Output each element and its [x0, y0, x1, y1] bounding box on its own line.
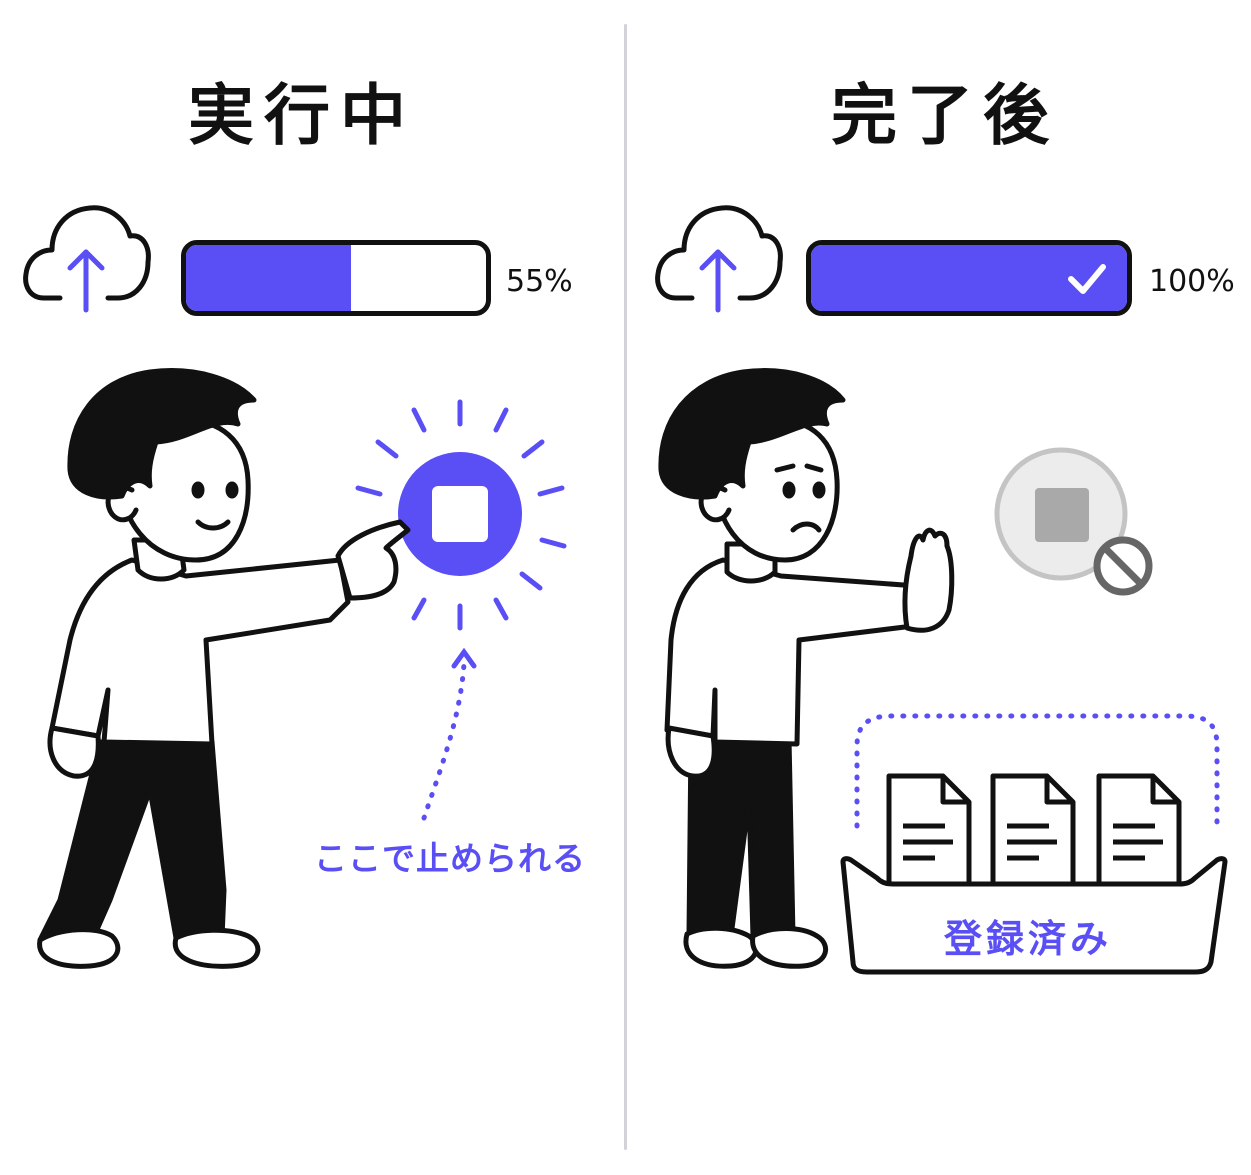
cloud-upload-icon — [23, 205, 151, 313]
running-progress-label: 55% — [506, 264, 573, 299]
boy-refusing — [658, 368, 955, 969]
completed-progress-bar — [806, 240, 1132, 316]
prohibited-icon — [1093, 536, 1153, 596]
stop-here-note: ここで止められる — [314, 839, 586, 878]
dotted-bracket — [854, 713, 1220, 829]
dotted-arrow — [421, 647, 477, 821]
disabled-stop-button-icon — [994, 447, 1128, 581]
running-title: 実行中 — [188, 77, 416, 154]
stop-button-icon[interactable] — [398, 452, 522, 576]
running-progress-bar — [181, 240, 491, 316]
stop-button-rays — [355, 399, 567, 631]
completed-panel: 完了後 — [631, 0, 1251, 1175]
completed-progress-label: 100% — [1149, 264, 1235, 299]
progress-fill — [811, 245, 1127, 311]
completed-illustration — [655, 205, 1228, 975]
document-icon — [1096, 773, 1182, 893]
document-icon — [990, 773, 1076, 893]
running-panel: 実行中 — [0, 0, 620, 1175]
document-icon — [886, 773, 972, 893]
progress-fill — [186, 245, 351, 311]
cloud-upload-icon — [655, 205, 783, 313]
panel-divider — [624, 24, 627, 1150]
checkmark-icon — [1068, 264, 1106, 294]
document-tray — [840, 856, 1228, 975]
completed-title: 完了後 — [831, 77, 1059, 154]
boy-pointing — [37, 368, 411, 969]
registered-label: 登録済み — [944, 917, 1113, 961]
running-illustration — [23, 205, 567, 969]
